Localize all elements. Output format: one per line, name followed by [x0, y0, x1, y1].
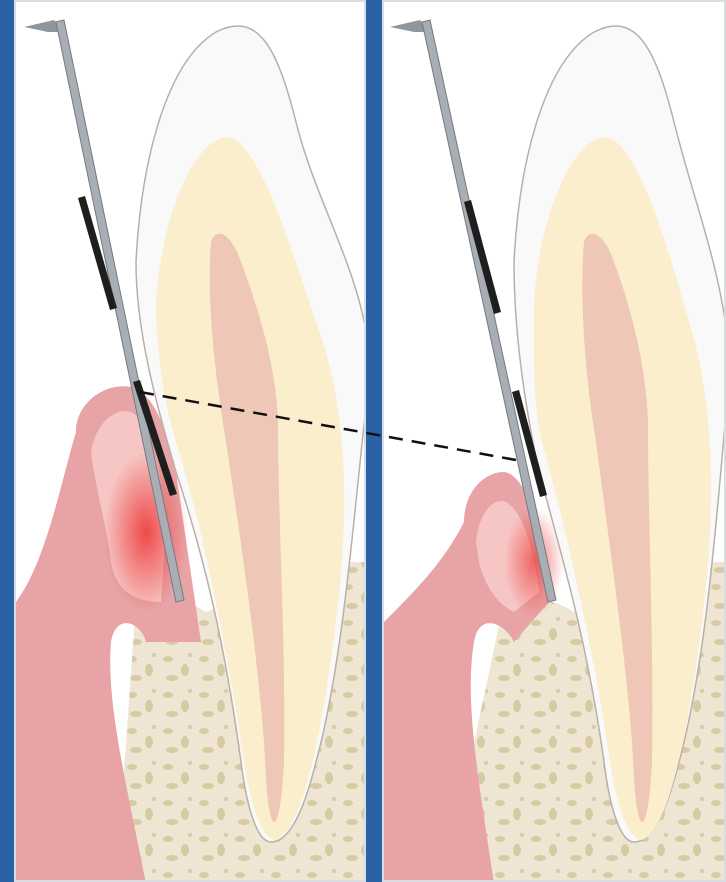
- panel-right-healthier: [382, 0, 726, 882]
- panel-left-inflamed: [14, 0, 366, 882]
- tooth-illustration-left: [16, 2, 366, 882]
- tooth-illustration-right: [384, 2, 726, 882]
